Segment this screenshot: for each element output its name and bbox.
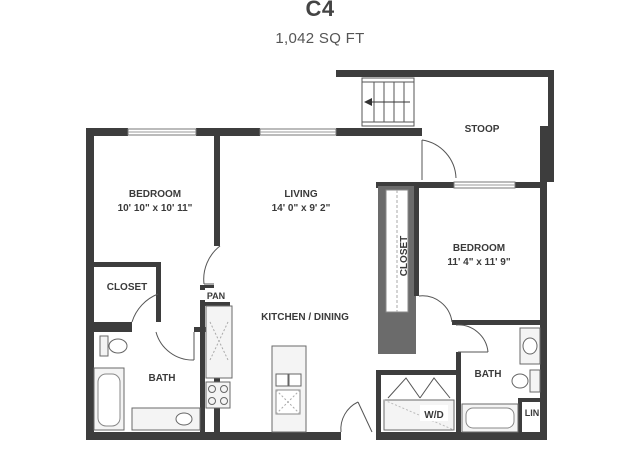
kitchen-name: KITCHEN / DINING — [261, 312, 349, 323]
stoop-name: STOOP — [465, 124, 500, 135]
living-name: LIVING — [284, 189, 318, 200]
stairs — [361, 77, 415, 127]
door-swings — [131, 245, 489, 433]
entry-door — [421, 139, 457, 180]
unit-area: 1,042 SQ FT — [275, 30, 365, 47]
bedroom1-dims: 10' 10" x 10' 11" — [118, 203, 193, 214]
unit-title: C4 — [305, 0, 335, 21]
exterior-walls — [86, 70, 554, 440]
closet2-name: CLOSET — [399, 236, 410, 277]
pantry-name: PAN — [207, 291, 225, 301]
bath2-fixtures — [461, 327, 541, 433]
linen-name: LIN — [525, 408, 540, 418]
bath1-fixtures — [93, 335, 201, 431]
bedroom1-name: BEDROOM — [129, 189, 181, 200]
laundry-name: W/D — [424, 410, 443, 421]
closet1-name: CLOSET — [107, 282, 148, 293]
bedroom2-dims: 11' 4" x 11' 9" — [447, 257, 510, 268]
windows — [127, 128, 516, 189]
bath2-name: BATH — [474, 369, 501, 380]
bedroom2-name: BEDROOM — [453, 243, 505, 254]
kitchen-fixtures — [205, 305, 307, 433]
living-dims: 14' 0" x 9' 2" — [272, 203, 331, 214]
interior-walls — [92, 136, 544, 438]
bath1-name: BATH — [148, 373, 175, 384]
